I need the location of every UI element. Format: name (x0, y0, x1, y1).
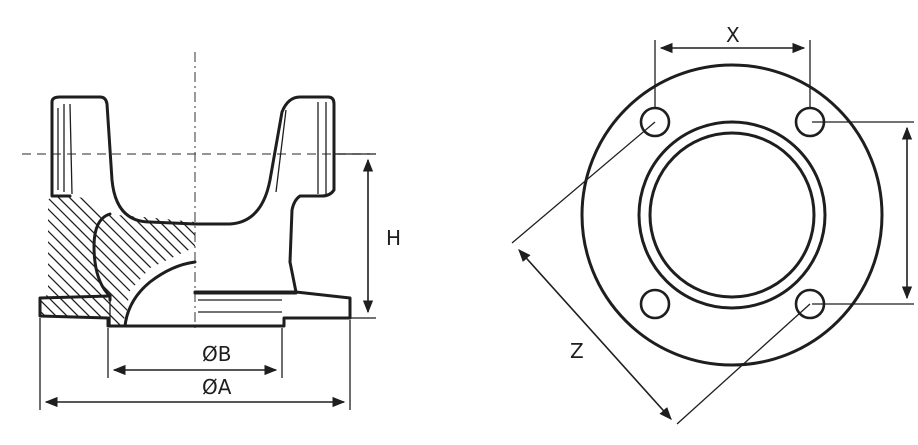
hatch-line (40, 196, 147, 328)
hatch-line (305, 180, 465, 340)
label-x: X (726, 23, 740, 47)
hatch-line (106, 196, 195, 328)
hatch-line (150, 196, 195, 328)
yoke-outline (38, 95, 352, 328)
hatch-line (261, 180, 421, 340)
bore-inner-circle (648, 131, 816, 299)
dimension-h: H (334, 153, 401, 319)
hatch-line (40, 196, 114, 328)
hatch-line (0, 180, 25, 340)
label-z: Z (570, 339, 584, 363)
hatch-line (206, 180, 366, 340)
hatch-line (250, 180, 410, 340)
hatch-line (128, 196, 195, 328)
hatch-line (40, 196, 103, 328)
hatch-line (84, 196, 195, 328)
hatch-line (0, 180, 14, 340)
hatch-line (371, 180, 531, 340)
dimension-diameter-a: ØA (39, 318, 351, 410)
hatch-line (0, 180, 36, 340)
hatch-line (349, 180, 509, 340)
label-diameter-b: ØB (202, 342, 231, 366)
hatch-line (382, 180, 542, 340)
hatch-line (194, 196, 195, 328)
label-h: H (386, 226, 401, 250)
side-view: H ØB ØA (0, 52, 542, 410)
hatch-line (73, 196, 195, 328)
hatch-line (0, 180, 3, 340)
hatch-line (228, 180, 388, 340)
bolt-hole-bottom-left (639, 288, 671, 320)
hatch-line (40, 196, 136, 328)
dimension-x: X (654, 23, 811, 108)
hatch-line (183, 196, 195, 328)
hatch-line (283, 180, 443, 340)
hatch-line (40, 196, 92, 328)
hatch-line (294, 180, 454, 340)
bore-outer-circle (637, 120, 827, 310)
hatch-line (117, 196, 195, 328)
hatch-line (161, 196, 195, 328)
hatch-line (360, 180, 520, 340)
top-view: X Z (511, 23, 914, 425)
hatch-line (316, 180, 476, 340)
hatch-line (40, 196, 70, 328)
hatch-line (217, 180, 377, 340)
hatch-line (62, 196, 195, 328)
dimension-z: Z (511, 121, 811, 425)
hatch-line (40, 196, 81, 328)
dimension-vertical-spacing (812, 121, 914, 305)
dimension-diameter-b: ØB (107, 328, 283, 378)
label-diameter-a: ØA (202, 375, 232, 399)
flange-outer-circle (580, 63, 884, 367)
hatch-line (139, 196, 195, 328)
hatch-line (338, 180, 498, 340)
hatch-line (272, 180, 432, 340)
hatch-line (172, 196, 195, 328)
